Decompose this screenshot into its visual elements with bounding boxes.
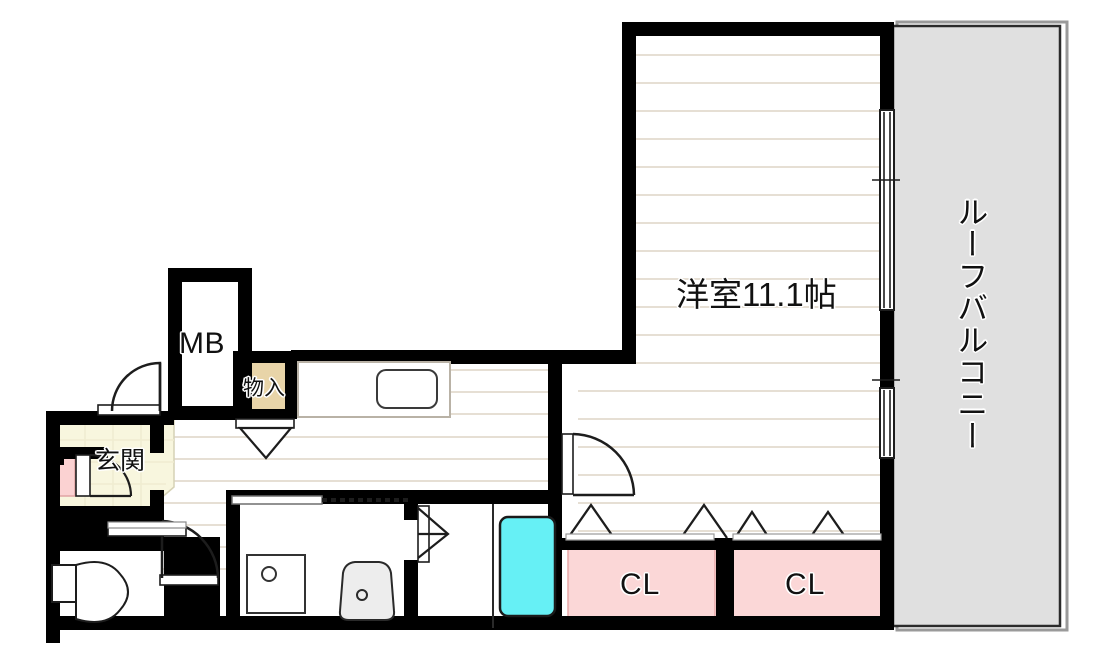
washing-machine-pan-icon — [246, 554, 306, 614]
closet-doors — [565, 502, 882, 541]
balcony-window-upper — [872, 109, 900, 311]
room-label-western-room: 洋室11.1帖 — [676, 276, 837, 313]
entrance-door — [97, 361, 162, 416]
bathroom — [492, 504, 557, 628]
bedroom-floor-lines — [578, 54, 889, 532]
walls — [46, 22, 894, 643]
room-label-closet-right: CL — [785, 568, 826, 601]
room-label-meter-box: MB — [179, 327, 225, 360]
toilet-tank-icon — [51, 564, 77, 603]
toilet-bowl-icon — [75, 561, 129, 623]
toilet-fixture — [51, 561, 129, 623]
room-label-storage: 物入 — [243, 377, 285, 400]
roof-balcony-area — [891, 20, 1069, 632]
washbasin-icon — [338, 561, 396, 621]
bathtub-icon — [498, 515, 557, 618]
kitchen-counter — [297, 361, 451, 418]
storage-door — [235, 418, 295, 460]
shoe-box-door — [75, 453, 133, 498]
bath-door — [417, 505, 450, 563]
washroom-fixtures — [231, 495, 412, 621]
room-label-roof-balcony: ルーフバルコニー — [952, 196, 988, 452]
room-label-entrance: 玄関 — [95, 447, 146, 475]
room-label-closet-left: CL — [620, 568, 661, 601]
toilet-door — [107, 521, 187, 537]
bedroom-door — [561, 432, 636, 497]
balcony-window-lower — [872, 379, 900, 459]
kitchen-sink-icon — [376, 369, 438, 409]
